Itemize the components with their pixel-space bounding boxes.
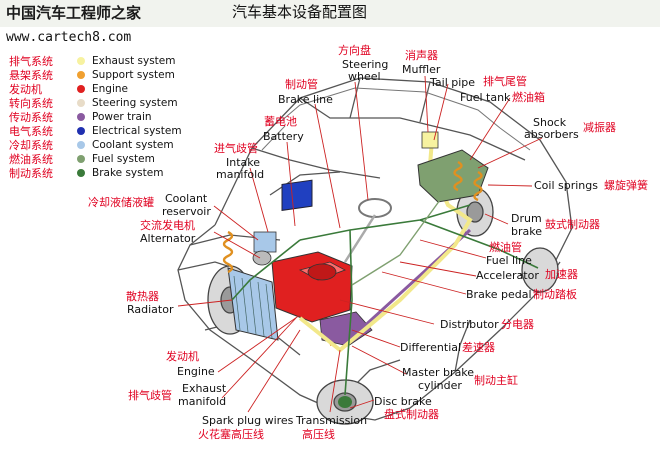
- label-shock-en-1: Shock: [533, 116, 567, 129]
- label-fuel-line-en: Fuel line: [486, 254, 532, 267]
- legend-swatch-exhaust: [77, 57, 85, 65]
- legend-zh-steering: 转向系统: [9, 97, 53, 110]
- label-brake-pedal-en: Brake pedal: [466, 288, 532, 301]
- label-distributor-en: Distributor: [440, 318, 499, 331]
- label-shock-en-2: absorbers: [524, 128, 579, 141]
- label-distributor-zh: 分电器: [501, 318, 534, 331]
- legend-swatch-electrical: [77, 127, 85, 135]
- label-exhaust-manifold-en-1: Exhaust: [182, 382, 227, 395]
- label-tail-pipe-zh: 排气尾管: [483, 75, 527, 88]
- label-alternator-en: Alternator: [140, 232, 196, 245]
- legend-en-engine: Engine: [92, 83, 128, 95]
- legend-zh-support: 悬架系统: [9, 69, 53, 82]
- label-alternator-zh: 交流发电机: [140, 219, 195, 232]
- legend-zh-coolant: 冷却系统: [9, 139, 53, 152]
- label-steering-wheel-en: wheel: [348, 70, 381, 83]
- label-steering-wheel-zh: 方向盘: [338, 44, 371, 57]
- label-coil-en: Coil springs: [534, 179, 598, 192]
- legend-zh-powertrain: 传动系统: [9, 111, 53, 124]
- label-engine-en: Engine: [177, 365, 215, 378]
- engine-part: [271, 251, 353, 323]
- label-battery-en: Battery: [263, 130, 304, 143]
- battery-part: [281, 179, 313, 211]
- rear-coil-springs: [453, 160, 483, 202]
- legend-en-powertrain: Power train: [92, 111, 152, 123]
- legend-en-steering: Steering system: [92, 97, 178, 109]
- legend-swatch-fuel: [77, 155, 85, 163]
- label-master-brake-zh: 制动主缸: [474, 374, 518, 387]
- legend-swatch-engine: [77, 85, 85, 93]
- radiator-part: [227, 267, 279, 341]
- legend-zh-fuel: 燃油系统: [9, 153, 53, 166]
- steering-wheel-part: [358, 198, 392, 218]
- legend-en-brake: Brake system: [92, 167, 164, 179]
- legend-swatch-brake: [77, 169, 85, 177]
- legend-swatch-powertrain: [77, 113, 85, 121]
- label-muffler-zh: 消声器: [405, 49, 438, 62]
- label-exhaust-manifold-zh: 排气歧管: [128, 389, 172, 402]
- legend-en-electrical: Electrical system: [92, 125, 182, 137]
- label-spark-zh: 火花塞高压线: [198, 428, 264, 441]
- label-radiator-en: Radiator: [127, 303, 174, 316]
- label-intake-zh: 进气歧管: [214, 142, 258, 155]
- site-url: www.cartech8.com: [6, 30, 132, 45]
- label-intake-en-1: Intake: [226, 156, 261, 169]
- label-drum-en-2: brake: [511, 225, 542, 238]
- label-steering-wheel-en-1: Steering: [342, 58, 389, 71]
- label-differential-en: Differential: [400, 341, 462, 354]
- label-disc-zh: 盘式制动器: [384, 408, 439, 421]
- diagram-title: 汽车基本设备配置图: [232, 3, 368, 21]
- label-fuel-line-zh: 燃油管: [489, 241, 522, 254]
- title-bar: [0, 0, 660, 27]
- legend-en-fuel: Fuel system: [92, 153, 155, 165]
- legend-en-coolant: Coolant system: [92, 139, 174, 151]
- label-drum-zh: 鼓式制动器: [545, 218, 600, 231]
- muffler-part: [421, 131, 439, 149]
- legend-swatch-coolant: [77, 141, 85, 149]
- label-drum-en-1: Drum: [511, 212, 542, 225]
- label-fuel-tank-en: Fuel tank: [460, 91, 511, 104]
- fuel-tank-part: [417, 149, 489, 203]
- label-battery-zh: 蓄电池: [264, 115, 297, 128]
- legend-swatch-support: [77, 71, 85, 79]
- legend-en-support: Support system: [92, 69, 175, 81]
- label-transmission-en: Transmission: [296, 414, 368, 427]
- label-tail-pipe-en: Tail pipe: [430, 76, 476, 89]
- label-master-brake-en-2: cylinder: [418, 379, 462, 392]
- label-transmission-zh: 高压线: [302, 428, 335, 441]
- label-accelerator-zh: 加速器: [545, 268, 578, 281]
- brand-name: 中国汽车工程师之家: [6, 4, 142, 22]
- label-intake-en-2: manifold: [216, 168, 265, 181]
- label-disc-en: Disc brake: [374, 395, 432, 408]
- legend-zh-engine: 发动机: [9, 83, 42, 96]
- label-engine-zh: 发动机: [166, 350, 199, 363]
- label-exhaust-manifold-en-2: manifold: [178, 395, 227, 408]
- label-brake-pedal-zh: 制动踏板: [533, 288, 577, 301]
- label-brake-line-zh: 制动管: [285, 78, 318, 91]
- label-coolant-res-en-2: reservoir: [162, 205, 211, 218]
- label-brake-line-en: Brake line: [278, 93, 333, 106]
- legend-zh-exhaust: 排气系统: [9, 55, 53, 68]
- label-differential-zh: 差速器: [462, 341, 495, 354]
- label-muffler-en: Muffler: [402, 63, 441, 76]
- coolant-reservoir-part: [253, 231, 277, 253]
- label-spark-en: Spark plug wires: [202, 414, 294, 427]
- label-coolant-res-en-1: Coolant: [165, 192, 208, 205]
- label-master-brake-en-1: Master brake: [402, 366, 475, 379]
- label-fuel-tank-zh: 燃油箱: [512, 91, 545, 104]
- legend-en-exhaust: Exhaust system: [92, 55, 176, 67]
- label-radiator-zh: 散热器: [126, 290, 159, 303]
- legend-swatch-steering: [77, 99, 85, 107]
- label-accelerator-en: Accelerator: [476, 269, 539, 282]
- label-coolant-res-zh: 冷却液储液罐: [88, 196, 154, 209]
- brake-lines: [231, 204, 539, 396]
- legend-zh-electrical: 电气系统: [9, 125, 53, 138]
- label-coil-zh: 螺旋弹簧: [604, 179, 648, 192]
- label-shock-zh: 减振器: [583, 121, 616, 134]
- legend-zh-brake: 制动系统: [9, 167, 53, 180]
- leader-lines: [177, 75, 543, 413]
